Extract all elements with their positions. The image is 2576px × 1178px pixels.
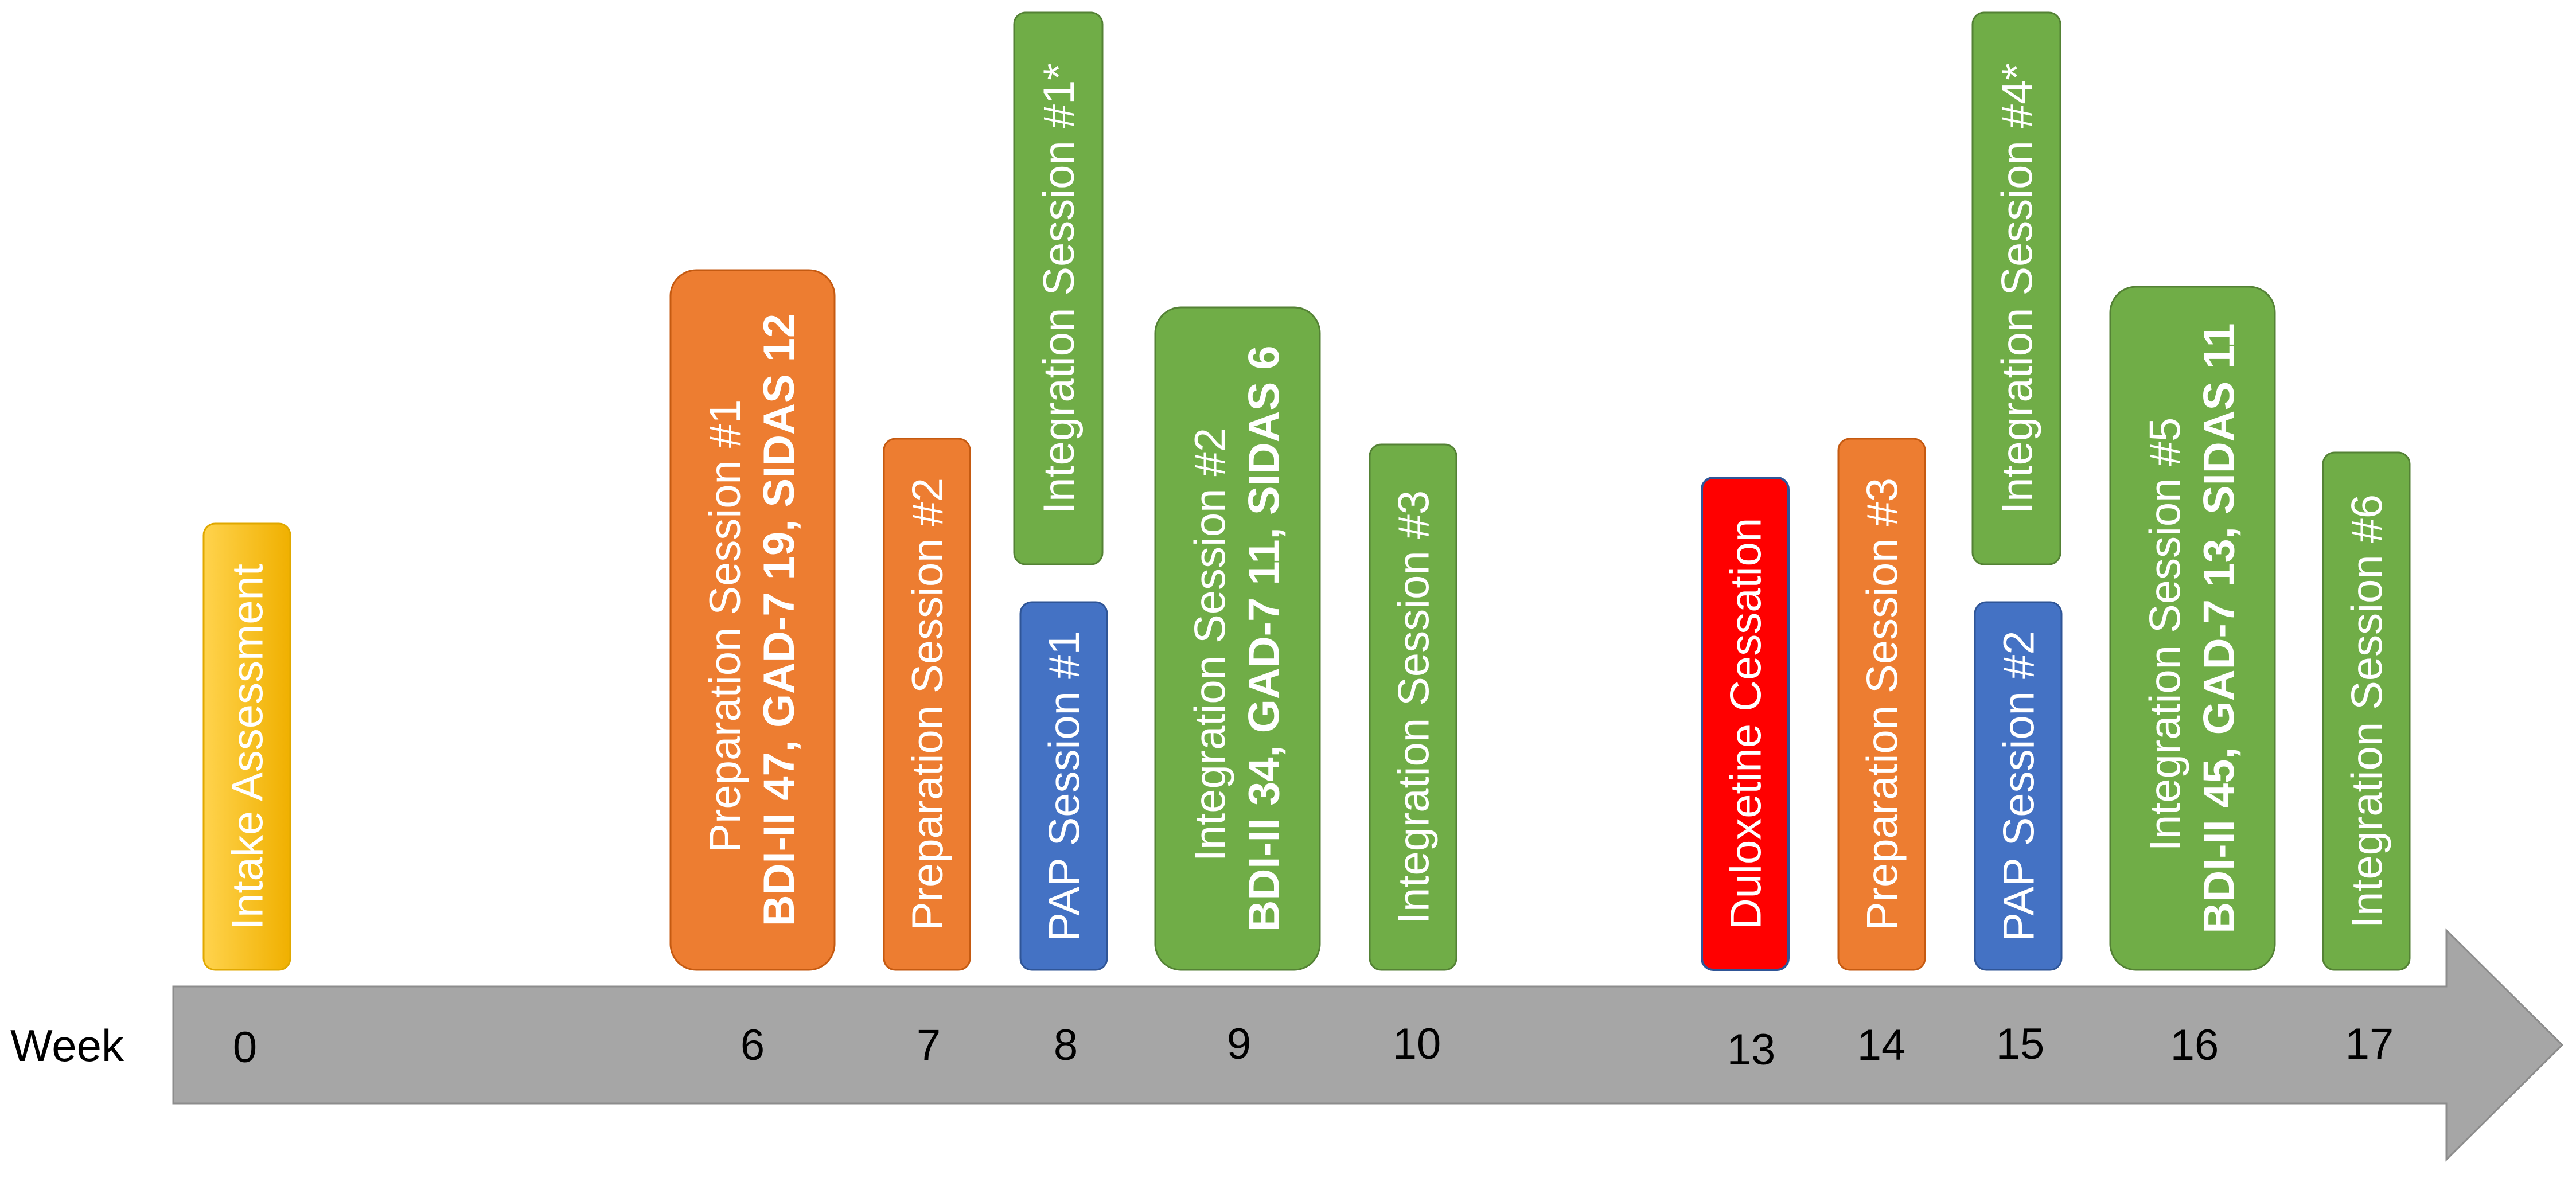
axis-label: Week <box>10 1020 124 1071</box>
svg-text:Integration Session #5 B: Integration Session #5 BDI-II 45, GAD-7 … <box>2141 323 2244 933</box>
svg-text:PAP Session #2: PAP Session #2 <box>1995 630 2044 941</box>
week-tick-15: 15 <box>1996 1020 2045 1068</box>
event-duloxetine-cessation: Duloxetine Cessation <box>1701 477 1790 971</box>
event-label: PAP Session #1 <box>1040 630 1089 941</box>
svg-text:Integration Session #3: Integration Session #3 <box>1390 490 1439 924</box>
week-tick-9: 9 <box>1227 1020 1251 1068</box>
svg-text:Preparation Session #2: Preparation Session #2 <box>903 478 952 931</box>
event-label: Integration Session #5 <box>2141 418 2190 851</box>
week-tick-17: 17 <box>2345 1020 2394 1068</box>
event-label: Integration Session #2 <box>1186 428 1235 861</box>
svg-text:Intake Assessment: Intake Assessment <box>224 564 272 930</box>
week-tick-7: 7 <box>917 1021 941 1070</box>
event-scores: BDI-II 34, GAD-7 11, SIDAS 6 <box>1240 345 1289 931</box>
svg-text:Integration Session #2 B: Integration Session #2 BDI-II 34, GAD-7 … <box>1186 345 1289 931</box>
event-label: Integration Session #6 <box>2343 494 2392 928</box>
svg-text:Integration Session #6: Integration Session #6 <box>2343 494 2392 928</box>
timeline-arrow <box>172 928 2564 1162</box>
event-scores: BDI-II 45, GAD-7 13, SIDAS 11 <box>2195 323 2244 933</box>
event-pap-session-1: PAP Session #1 <box>1019 601 1108 971</box>
event-integration-session-2: Integration Session #2 BDI-II 34, GAD-7 … <box>1154 306 1321 971</box>
svg-text:Integration Session #4*: Integration Session #4* <box>1993 63 2042 514</box>
event-scores: BDI-II 47, GAD-7 19, SIDAS 12 <box>755 314 804 927</box>
week-tick-0: 0 <box>233 1023 257 1072</box>
event-preparation-session-3: Preparation Session #3 <box>1837 438 1926 971</box>
week-tick-13: 13 <box>1727 1025 1776 1074</box>
event-label: Preparation Session #1 <box>701 400 750 853</box>
svg-text:Preparation Session #3: Preparation Session #3 <box>1858 478 1907 931</box>
event-label: PAP Session #2 <box>1995 630 2044 941</box>
event-intake-assessment: Intake Assessment <box>202 522 291 971</box>
event-preparation-session-2: Preparation Session #2 <box>883 438 971 971</box>
week-tick-16: 16 <box>2170 1021 2219 1070</box>
event-label: Intake Assessment <box>224 564 272 930</box>
event-pap-session-2: PAP Session #2 <box>1974 601 2063 971</box>
week-tick-10: 10 <box>1393 1020 1441 1068</box>
event-integration-session-6: Integration Session #6 <box>2322 451 2411 971</box>
svg-text:Duloxetine Cessation: Duloxetine Cessation <box>1722 518 1771 930</box>
event-label: Integration Session #1* <box>1035 63 1084 514</box>
svg-text:PAP Session #1: PAP Session #1 <box>1040 630 1089 941</box>
svg-text:Integration Session #1*: Integration Session #1* <box>1035 63 1084 514</box>
event-preparation-session-1: Preparation Session #1 BDI-II 47, GAD-7 … <box>669 269 836 971</box>
week-tick-14: 14 <box>1857 1021 1906 1070</box>
event-integration-session-4: Integration Session #4* <box>1971 11 2061 565</box>
event-label: Preparation Session #2 <box>903 478 952 931</box>
event-integration-session-1: Integration Session #1* <box>1013 11 1104 565</box>
week-tick-8: 8 <box>1054 1021 1078 1070</box>
week-tick-6: 6 <box>741 1021 765 1070</box>
event-label: Duloxetine Cessation <box>1722 518 1771 930</box>
svg-text:Preparation Session #1 B: Preparation Session #1 BDI-II 47, GAD-7 … <box>701 314 804 927</box>
event-label: Preparation Session #3 <box>1858 478 1907 931</box>
event-integration-session-5: Integration Session #5 BDI-II 45, GAD-7 … <box>2109 286 2276 971</box>
event-label: Integration Session #4* <box>1993 63 2042 514</box>
event-integration-session-3: Integration Session #3 <box>1369 443 1457 971</box>
event-label: Integration Session #3 <box>1390 490 1439 924</box>
